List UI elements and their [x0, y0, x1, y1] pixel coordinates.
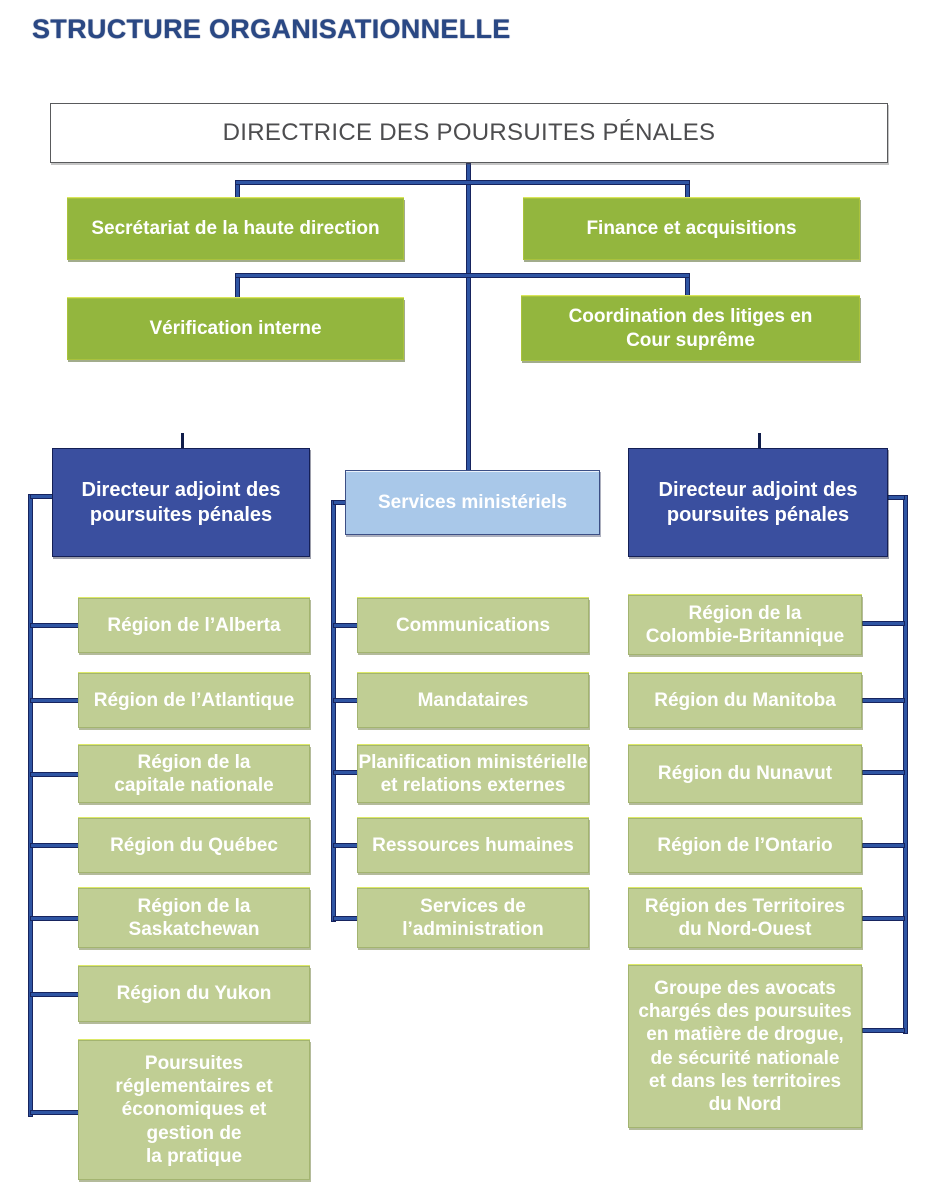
- org-box-planification-ministerielle-label: Planification ministérielle et relations…: [358, 751, 588, 796]
- connector-right-stub-4: [862, 843, 905, 848]
- org-box-coordination-label: Coordination des litiges en Cour suprême: [568, 306, 813, 351]
- connector-left-stub-7: [30, 1110, 80, 1115]
- connector-center-stub-4: [333, 843, 359, 848]
- connector-right-stub-5: [862, 916, 905, 921]
- org-box-region-ontario-label: Région de l’Ontario: [657, 834, 833, 856]
- connector-right-stub-2: [862, 698, 905, 703]
- org-box-deputy-director-right: Directeur adjoint des poursuites pénales: [628, 448, 888, 557]
- org-box-services-ministeriels-label: Services ministériels: [377, 491, 568, 513]
- connector-right-stub-1: [862, 621, 905, 626]
- org-box-region-capitale-nationale-label: Région de la capitale nationale: [114, 751, 274, 796]
- org-box-region-territoires-nord-ouest: Région des Territoires du Nord-Ouest: [628, 888, 862, 948]
- connector-right-stub-3: [862, 770, 905, 775]
- org-box-groupe-avocats-label: Groupe des avocats chargés des poursuite…: [638, 977, 852, 1115]
- org-box-region-quebec-label: Région du Québec: [110, 834, 278, 856]
- org-box-region-ontario: Région de l’Ontario: [628, 818, 862, 873]
- org-box-ressources-humaines-label: Ressources humaines: [372, 834, 574, 856]
- org-box-verification-label: Vérification interne: [149, 318, 322, 340]
- org-box-region-atlantique: Région de l’Atlantique: [78, 673, 310, 728]
- connector-left-stub-6: [30, 992, 80, 997]
- connector-left-stub-5: [30, 916, 80, 921]
- org-box-region-colombie-britannique: Région de la Colombie-Britannique: [628, 595, 862, 655]
- org-box-communications: Communications: [357, 598, 589, 653]
- org-box-mandataires: Mandataires: [357, 673, 589, 728]
- connector-row2-right-stub: [685, 277, 690, 298]
- org-box-region-atlantique-label: Région de l’Atlantique: [93, 689, 295, 711]
- org-box-poursuites-reglementaires-label: Poursuites réglementaires et économiques…: [115, 1053, 273, 1167]
- org-box-verification: Vérification interne: [67, 298, 404, 360]
- connector-right-head-stub: [886, 495, 905, 500]
- connector-center-rail: [331, 500, 336, 922]
- connector-center-stub-1: [333, 623, 359, 628]
- org-box-region-saskatchewan: Région de la Saskatchewan: [78, 888, 310, 948]
- org-box-region-nunavut: Région du Nunavut: [628, 745, 862, 803]
- org-box-region-yukon-label: Région du Yukon: [116, 983, 272, 1005]
- org-box-region-quebec: Région du Québec: [78, 818, 310, 873]
- org-box-mandataires-label: Mandataires: [417, 689, 529, 711]
- org-box-secretariat-label: Secrétariat de la haute direction: [91, 218, 380, 240]
- org-box-communications-label: Communications: [395, 614, 551, 636]
- org-box-region-alberta-label: Région de l’Alberta: [107, 614, 281, 636]
- connector-left-stub-3: [30, 772, 80, 777]
- org-box-poursuites-reglementaires: Poursuites réglementaires et économiques…: [78, 1040, 310, 1180]
- connector-center-stub-5: [333, 916, 359, 921]
- org-box-region-colombie-britannique-label: Région de la Colombie-Britannique: [645, 602, 845, 647]
- org-box-root: DIRECTRICE DES POURSUITES PÉNALES: [50, 103, 888, 163]
- page-title: STRUCTURE ORGANISATIONNELLE: [32, 14, 511, 44]
- org-box-services-administration-label: Services de l’administration: [402, 895, 544, 940]
- connector-row1-horizontal: [235, 180, 690, 185]
- connector-trunk: [466, 163, 471, 473]
- org-box-groupe-avocats: Groupe des avocats chargés des poursuite…: [628, 965, 862, 1128]
- org-box-region-manitoba-label: Région du Manitoba: [654, 689, 836, 711]
- org-box-region-saskatchewan-label: Région de la Saskatchewan: [128, 895, 260, 940]
- org-box-planification-ministerielle: Planification ministérielle et relations…: [357, 745, 589, 803]
- connector-left-rail: [28, 494, 33, 1117]
- org-box-region-nunavut-label: Région du Nunavut: [657, 763, 833, 785]
- org-box-deputy-director-right-label: Directeur adjoint des poursuites pénales: [658, 479, 858, 526]
- connector-center-stub-3: [333, 770, 359, 775]
- org-box-root-label: DIRECTRICE DES POURSUITES PÉNALES: [222, 119, 716, 147]
- org-box-region-alberta: Région de l’Alberta: [78, 598, 310, 653]
- org-box-deputy-director-left: Directeur adjoint des poursuites pénales: [52, 448, 310, 557]
- connector-right-stub-6: [862, 1028, 905, 1033]
- org-box-region-territoires-nord-ouest-label: Région des Territoires du Nord-Ouest: [644, 895, 846, 940]
- org-box-finance: Finance et acquisitions: [523, 198, 860, 260]
- connector-left-stub-1: [30, 623, 80, 628]
- org-box-coordination: Coordination des litiges en Cour suprême: [521, 296, 860, 361]
- org-box-region-manitoba: Région du Manitoba: [628, 673, 862, 728]
- connector-right-head-tick: [758, 433, 761, 448]
- connector-row2-left-stub: [235, 277, 240, 300]
- org-box-region-yukon: Région du Yukon: [78, 966, 310, 1022]
- org-box-services-ministeriels: Services ministériels: [345, 470, 600, 535]
- connector-left-head-tick: [181, 433, 184, 448]
- connector-center-stub-2: [333, 698, 359, 703]
- org-box-region-capitale-nationale: Région de la capitale nationale: [78, 745, 310, 803]
- connector-right-rail: [903, 495, 908, 1034]
- connector-row2-horizontal: [235, 273, 690, 278]
- org-box-finance-label: Finance et acquisitions: [586, 218, 797, 240]
- org-box-secretariat: Secrétariat de la haute direction: [67, 198, 404, 260]
- org-box-services-administration: Services de l’administration: [357, 888, 589, 948]
- org-box-ressources-humaines: Ressources humaines: [357, 818, 589, 873]
- connector-left-stub-2: [30, 698, 80, 703]
- connector-left-stub-4: [30, 843, 80, 848]
- org-box-deputy-director-left-label: Directeur adjoint des poursuites pénales: [81, 479, 281, 526]
